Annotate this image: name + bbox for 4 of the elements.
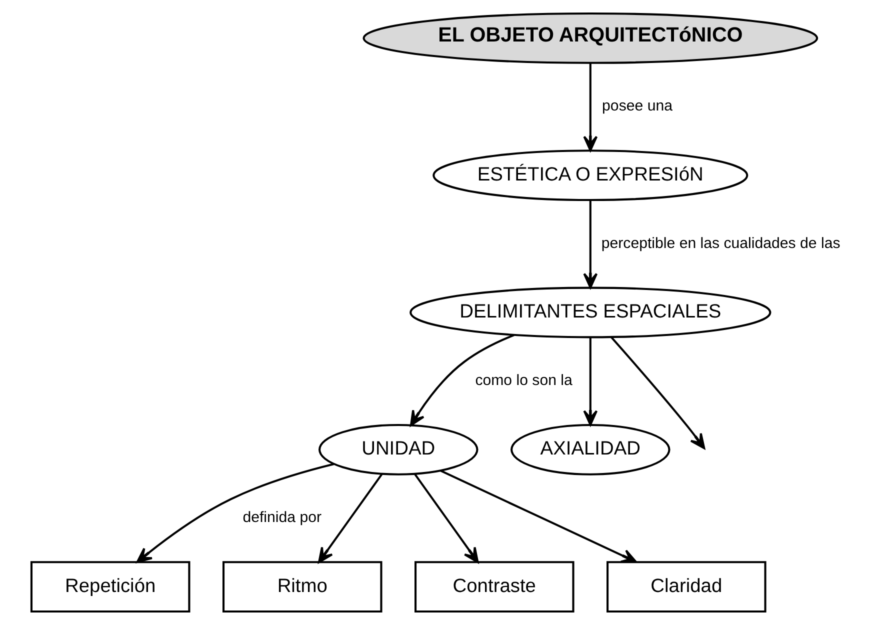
- edge-label: posee una: [602, 98, 672, 115]
- edge-label: definida por: [242, 509, 322, 526]
- edge-label: como lo son la: [474, 372, 572, 389]
- edge-label: perceptible en las cualidades de las: [600, 234, 840, 252]
